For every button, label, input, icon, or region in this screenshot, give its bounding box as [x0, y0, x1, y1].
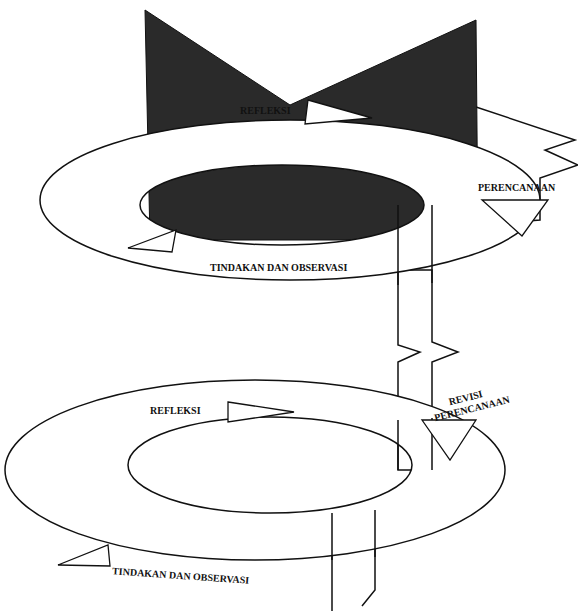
ring-cut [398, 205, 432, 285]
top-ring [40, 120, 540, 280]
stage-label: REVISI PERENCANAAN [430, 384, 503, 423]
direction-triangle [305, 100, 372, 124]
bottom-ring [5, 380, 505, 560]
direction-triangle [228, 402, 294, 422]
stage-label: TINDAKAN DAN OBSERVASI [112, 565, 250, 586]
stage-label: REFLEKSI [240, 105, 291, 117]
direction-triangle [58, 545, 110, 566]
stage-label: PERENCANAAN [478, 182, 555, 194]
direction-triangle [482, 200, 548, 236]
stage-label: TINDAKAN DAN OBSERVASI [210, 262, 347, 274]
direction-triangle [422, 420, 476, 460]
direction-triangle [128, 230, 176, 252]
ring-cut [332, 510, 375, 560]
direction-triangles [58, 100, 548, 566]
stage-label: REFLEKSI [150, 405, 201, 417]
